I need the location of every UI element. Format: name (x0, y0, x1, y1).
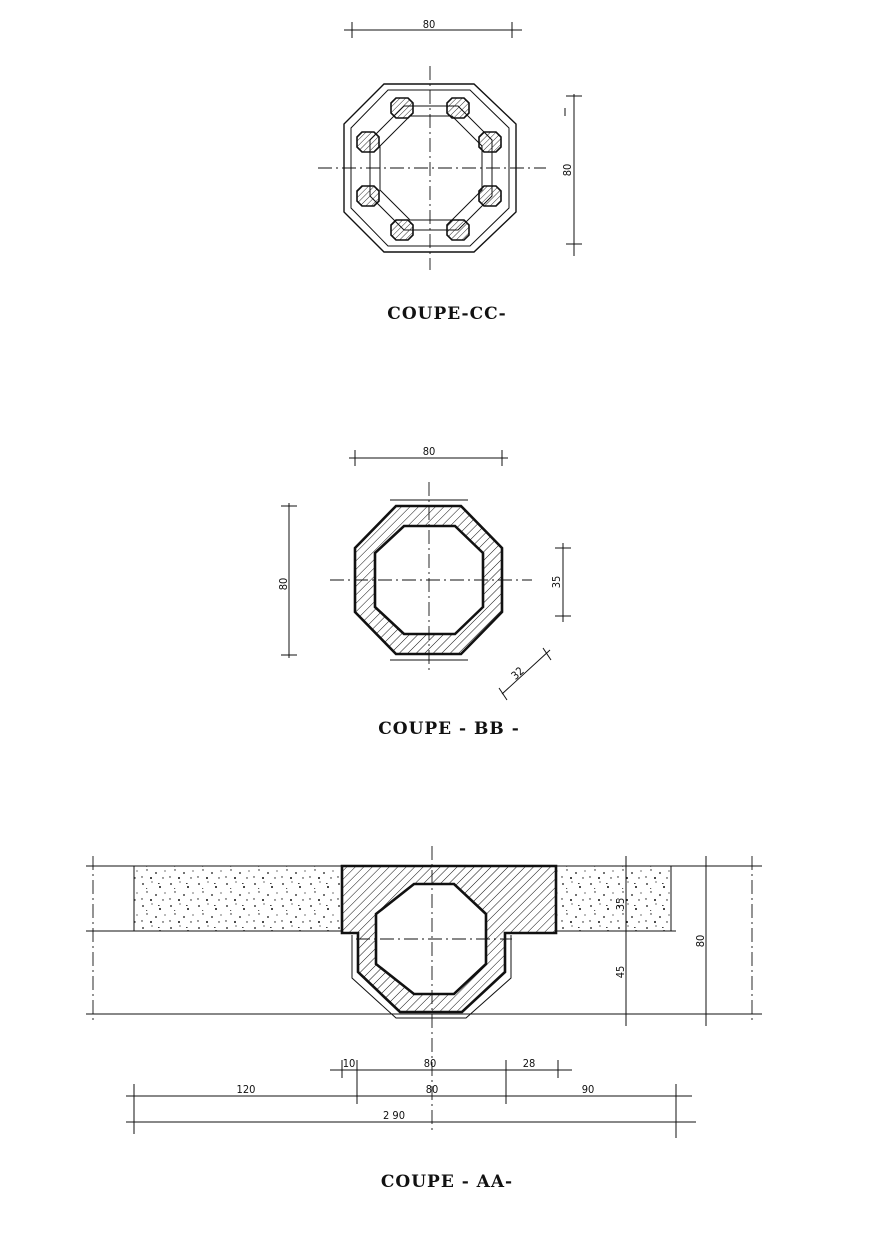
cc-height-dimension: 80 (561, 94, 582, 256)
aa-row2-a: 120 (237, 1083, 256, 1096)
cc-outer-octagon-inner-line (350, 89, 510, 247)
aa-dim-35: 35 (614, 898, 627, 911)
aa-dim-45: 45 (614, 966, 627, 979)
aa-row1-b: 80 (424, 1057, 437, 1070)
aa-beam-offset (351, 935, 512, 1019)
cc-height-label: 80 (561, 164, 574, 177)
bb-hatched-ring (353, 504, 504, 656)
aa-row2-c: 90 (582, 1083, 595, 1096)
rebar-icon (478, 185, 502, 207)
section-aa: 35 45 80 10 80 28 120 80 90 (86, 846, 762, 1192)
rebar-icon (390, 219, 414, 241)
rebar-icon (356, 185, 380, 207)
bb-width-dimension: 80 (349, 445, 508, 466)
bb-diagonal-dimension: 32 (498, 647, 552, 701)
rebar-icon (478, 131, 502, 153)
aa-hatched-beam (340, 864, 558, 1014)
aa-left-slab (133, 865, 343, 932)
bb-diagonal-label: 32 (509, 664, 527, 682)
aa-row1-c: 28 (523, 1057, 536, 1070)
bb-inner-label: 35 (550, 576, 563, 589)
aa-dim-80: 80 (694, 935, 707, 948)
aa-row1-a: 10 (343, 1057, 356, 1070)
bb-height-label: 80 (277, 578, 290, 591)
aa-row2-b: 80 (426, 1083, 439, 1096)
cc-rebars (356, 97, 502, 241)
bb-title: COUPE - BB - (378, 719, 520, 739)
aa-right-slab (555, 865, 672, 932)
bb-width-label: 80 (423, 445, 436, 458)
section-bb: 80 80 35 32 COUPE - BB - (277, 445, 571, 739)
aa-dimension-row-1: 10 80 28 (330, 1057, 572, 1104)
rebar-icon (446, 97, 470, 119)
aa-dimension-row-2: 120 80 90 (126, 1083, 692, 1138)
cc-outer-octagon (343, 83, 517, 253)
aa-row3-total: 2 90 (383, 1109, 405, 1122)
aa-dimension-row-3: 2 90 (126, 1109, 696, 1123)
cc-width-label: 80 (423, 18, 436, 31)
aa-title: COUPE - AA- (381, 1172, 513, 1192)
cc-title: COUPE-CC- (387, 304, 506, 324)
rebar-icon (390, 97, 414, 119)
rebar-icon (356, 131, 380, 153)
rebar-icon (446, 219, 470, 241)
bb-height-dimension: 80 (277, 503, 297, 658)
bb-inner-dimension: 35 (550, 543, 571, 622)
aa-right-dimensions: 35 45 80 (614, 856, 714, 1026)
section-cc: 80 80 COUPE-CC- (318, 18, 582, 324)
cc-width-dimension: 80 (344, 18, 522, 38)
